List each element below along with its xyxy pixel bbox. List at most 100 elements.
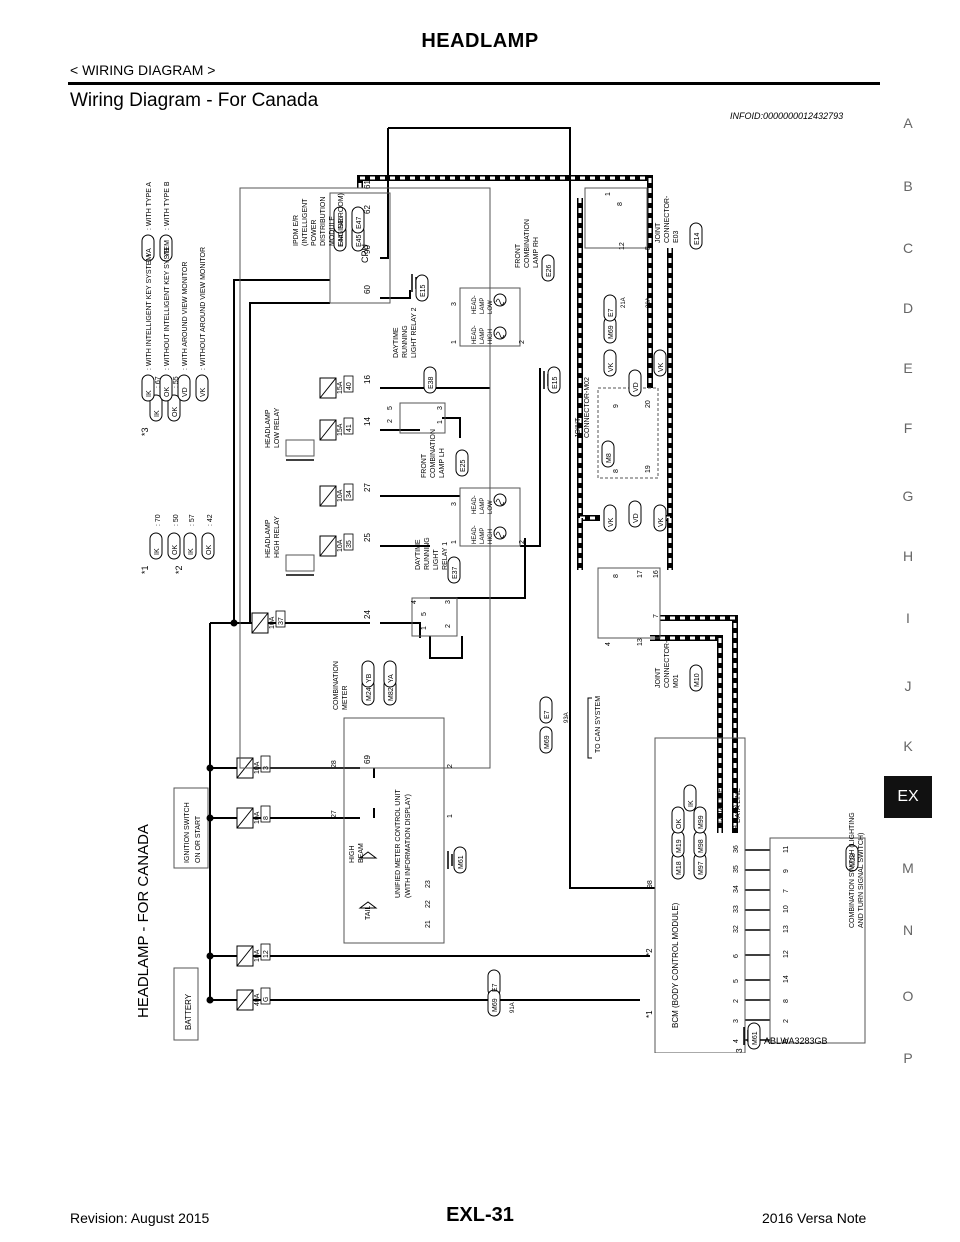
combsw-pin-14: 14 [783,975,790,983]
jc-e03-pin-5: 5 [645,246,652,250]
lamp-lh-high-circle [493,526,507,540]
jc-m01-pin-17: 17 [637,570,644,578]
wire-ipdm24 [380,622,421,638]
harness-e7-b: E7 [544,710,551,719]
drl2-label-1: RUNNING [402,325,409,358]
lamp-lh-low-circle [493,493,507,507]
meter-conn-yb: YB [366,673,373,683]
jc-e03-pin-12: 12 [619,242,626,250]
bcm-conn-ik: IK [688,800,695,807]
jc-m01-pin-16: 16 [653,570,660,578]
lamp-lh-label-2: LAMP LH [439,448,446,478]
lamp-lh-box [459,487,521,547]
fuse-2-id-box [260,805,271,823]
legend-star-1: *2 [174,565,184,574]
jc-e03-label-1: CONNECTOR- [664,195,671,243]
drl2-label-0: DAYTIME [393,327,400,358]
bus-dot-3 [206,814,214,822]
pill-vk-b-outline [653,349,667,377]
drl2-conn-outline [423,366,437,394]
legend-code-yb: YB [164,247,171,257]
meter-tail-label: TAIL [365,906,372,920]
lamp-rh-high-t3: HIGH [488,329,494,344]
combsw-pin-7: 7 [783,889,790,893]
lamp-lh-conn: E25 [460,459,467,472]
bcm-conn-m19: M19 [676,839,683,853]
bcm-pin-36: 36 [733,845,740,853]
fuse-2-id: 8 [263,816,270,820]
pill-vk-d-outline [653,504,667,532]
side-index-j: J [904,678,912,694]
ipdm-pin-90: 90 [363,245,372,254]
drl2-label-2: LIGHT RELAY 2 [411,307,418,358]
jc-m02-pin-9: 9 [613,404,620,408]
fuse-2-element [236,807,254,829]
cpu-label: CPU [360,244,370,263]
jc-e03-pin-1: 1 [605,192,612,196]
fuse-4-id: 37 [278,617,285,625]
harness-e7-b-outline [539,696,553,724]
drl1-pin-5: 5 [421,612,428,616]
combsw-pin-2: 2 [783,1019,790,1023]
jc-m02-box [597,387,659,479]
lamp-rh-low-t1: HEAD- [472,295,478,314]
fuse-7-id-box [343,417,354,435]
ipdm-conn-e47: E47 [356,216,363,229]
pill-vd-b: VD [633,513,640,523]
fuse-3-id-box [260,755,271,773]
legend-code-yb-outline [159,234,173,262]
lamp-rh-label-2: LAMP RH [533,237,540,268]
legend-star-0-code-1-outline [167,532,181,560]
fuse-8-id: 40 [346,382,353,390]
ipdm-conn-e44: E44 [338,234,345,247]
bcm-box [654,737,746,1054]
side-index-k: K [903,738,913,754]
drl1-loop [429,636,463,659]
harness-93a: 93A [564,712,570,723]
diagram-code: ABLWA3283GB [764,1036,828,1046]
jc-m01-pin-4: 4 [605,642,612,646]
jc-m01-conn-outline [689,664,703,692]
ipdm-feed-b [249,302,330,623]
legend-star-1-val-1: : 42 [207,514,214,526]
ipdm-pin-61: 61 [363,180,372,189]
side-index-n: N [902,922,914,938]
side-index-b: B [903,178,913,194]
bcm-pin-33: 33 [733,905,740,913]
side-index-i: I [906,610,910,626]
combsw-label-0: COMBINATION SWITCH (LIGHTING [849,812,856,928]
side-index-p: P [903,1050,913,1066]
combsw-pin-10: 10 [783,905,790,913]
side-index-ex: EX [884,776,932,818]
lamp-rh-pin-2: 2 [519,340,526,344]
meter-conn-m24: M24 [366,687,373,701]
lamp-lh-high-t1: HEAD- [472,525,478,544]
ipdm-label-0: IPDM E/R [293,215,300,246]
bus-dot-2 [206,952,214,960]
bcm-conn-ik-outline [683,784,697,812]
harness-m69-b-outline [539,726,553,754]
bcm-pin-34: 34 [733,885,740,893]
lamp-rh-high-filament [495,331,505,339]
legend-star-2-val-0: : 67 [155,376,162,388]
lamp-lh-low-t2: LAMP [480,498,486,514]
legend-star-2-code-1: OK [172,407,179,417]
legend-text-vk: : WITHOUT AROUND VIEW MONITOR [200,247,207,370]
fuse-1-id-box [260,943,271,961]
legend-code-ya: YA [146,248,153,257]
high-relay-label-1: HIGH RELAY [274,516,281,558]
jc-e03-conn: E14 [694,232,701,245]
low-relay-label-0: HEADLAMP [265,409,272,448]
drl1-pin-1: 1 [421,626,428,630]
ipdm-label-2: POWER [311,220,318,246]
drl1-conn: E37 [452,566,459,579]
drl1-relay-box [411,597,458,637]
legend-star-0-val-1: : 50 [173,514,180,526]
jc-e03-box [584,187,648,249]
fuse-6-id: 34 [346,490,353,498]
legend-text-ik: : WITH INTELLIGENT KEY SYSTEM [146,255,153,370]
combsw-pin-12: 12 [783,950,790,958]
legend-star-1-code-1: OK [206,545,213,555]
drl1-label-1: RUNNING [424,537,431,570]
meter-conn-yb-outline [361,660,375,688]
